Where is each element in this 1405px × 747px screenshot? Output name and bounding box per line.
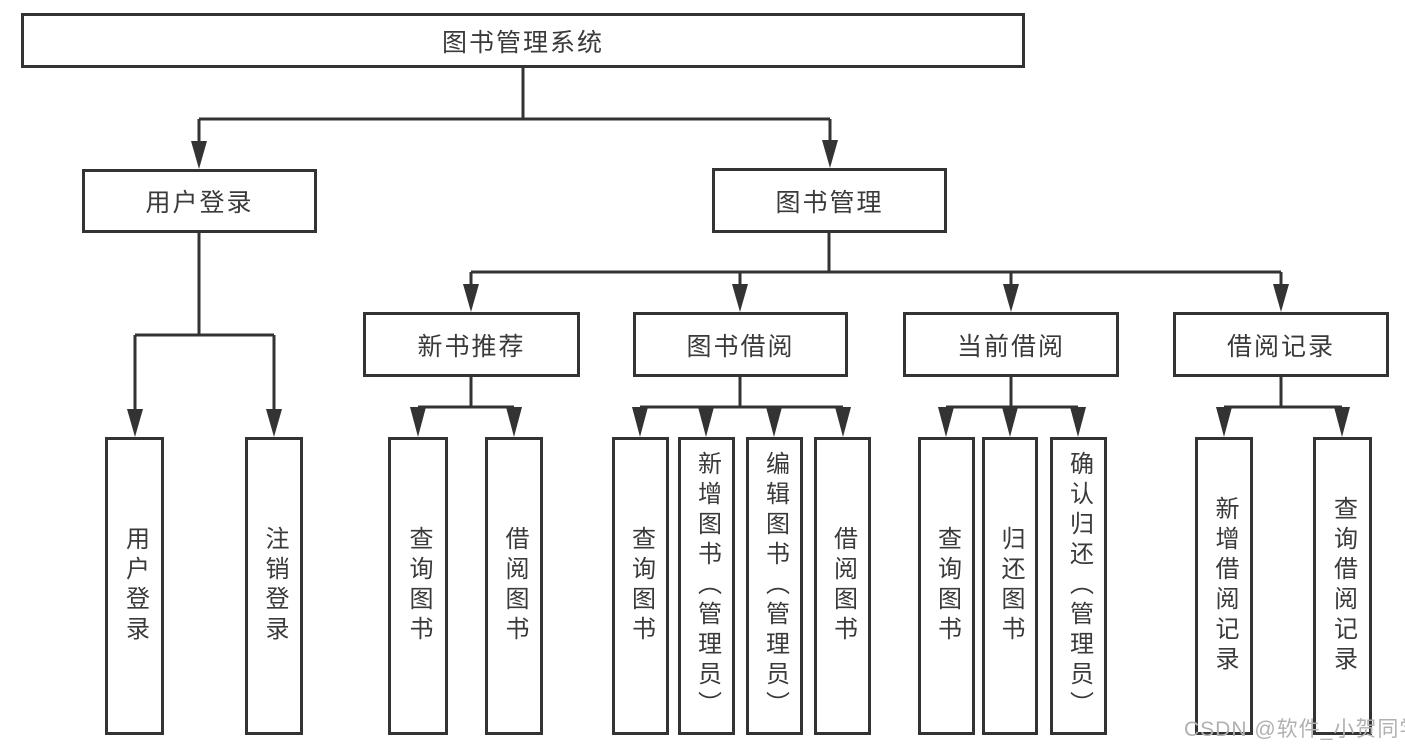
connector-borrow-records-to-leaves (1224, 377, 1342, 409)
leaf-add-borrow-record: 新增借阅记录 (1195, 437, 1253, 735)
connector-current-borrow-to-leaves (946, 377, 1078, 409)
arrowheads-level2 (191, 140, 838, 169)
leaf-logout: 注销登录 (245, 437, 303, 735)
leaf-borrow-books: 借阅图书 (814, 437, 871, 735)
leaf-user-login: 用户登录 (105, 437, 164, 735)
node-current-borrowing: 当前借阅 (903, 312, 1119, 377)
connector-book-mgmt-to-level3 (469, 233, 1283, 285)
connector-user-login-to-leaves (133, 233, 276, 410)
node-user-login: 用户登录 (82, 169, 317, 233)
connector-book-borrow-to-leaves (640, 377, 843, 409)
arrowheads-user-login-leaves (127, 409, 282, 437)
leaf-query-books: 查询图书 (388, 437, 448, 735)
node-borrowing-records: 借阅记录 (1173, 312, 1389, 377)
arrowheads-current-borrow-leaves (938, 407, 1086, 437)
leaf-query-borrow-record: 查询借阅记录 (1313, 437, 1372, 735)
arrowheads-level3 (463, 284, 1289, 312)
leaf-borrow-books: 借阅图书 (485, 437, 543, 735)
connector-new-book-to-leaves (418, 377, 514, 409)
arrowheads-borrow-records-leaves (1216, 407, 1350, 437)
node-book-management: 图书管理 (712, 168, 947, 233)
arrowheads-new-book-leaves (410, 407, 522, 437)
leaf-query-books: 查询图书 (918, 437, 975, 735)
leaf-confirm-return-admin: 确认归还（管理员） (1050, 437, 1107, 735)
arrowheads-book-borrow-leaves (632, 407, 851, 437)
leaf-edit-book-admin: 编辑图书（管理员） (746, 437, 803, 735)
node-new-book-recommend: 新书推荐 (363, 312, 580, 377)
leaf-add-book-admin: 新增图书（管理员） (678, 437, 735, 735)
connector-root-to-level2 (197, 68, 832, 142)
leaf-query-books: 查询图书 (612, 437, 669, 735)
node-library-management-system: 图书管理系统 (21, 13, 1025, 68)
csdn-watermark: CSDN @软件_小贺同学 (1184, 718, 1405, 741)
leaf-return-books: 归还图书 (982, 437, 1038, 735)
node-book-borrowing: 图书借阅 (633, 312, 848, 377)
